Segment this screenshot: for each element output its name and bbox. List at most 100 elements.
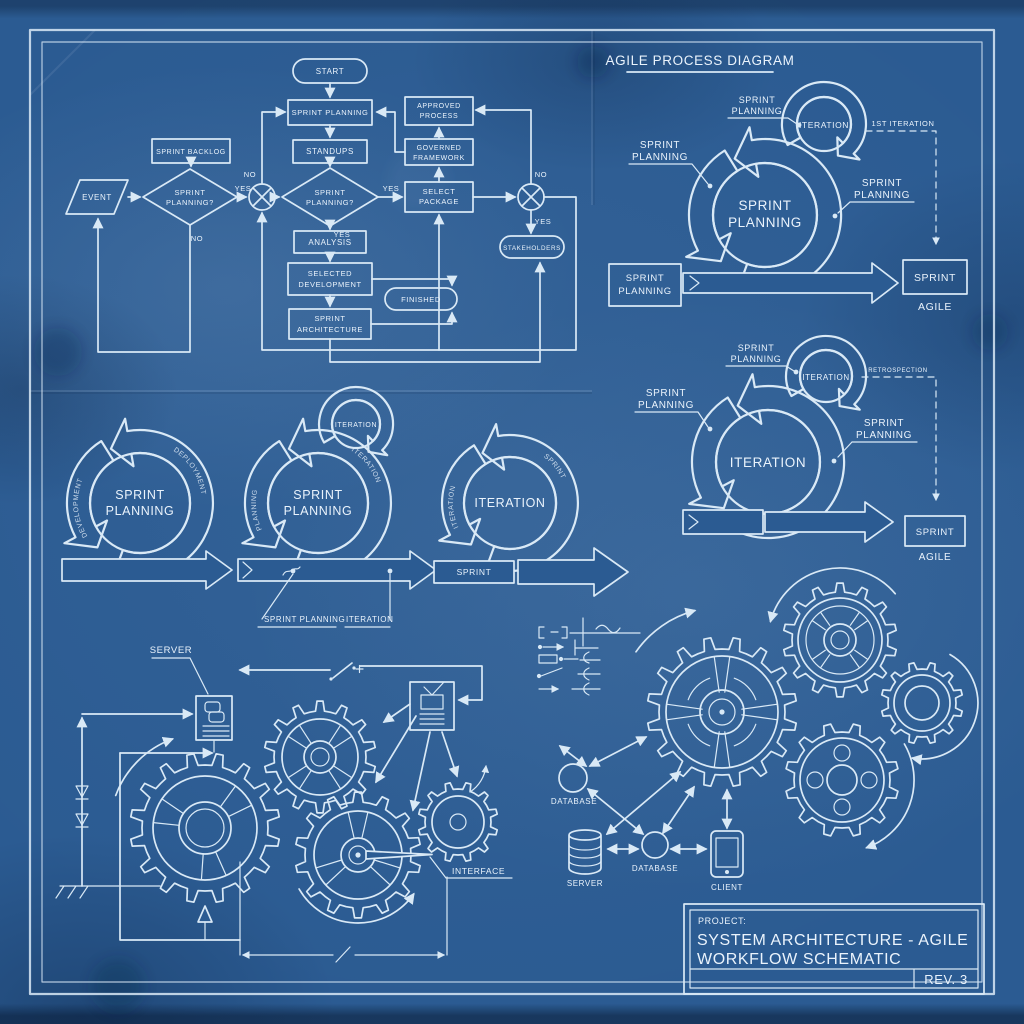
cycle1-l2: PLANNING	[106, 504, 175, 518]
svg-text:SPRINT: SPRINT	[542, 453, 566, 480]
first-iteration-label: 1ST ITERATION	[872, 119, 935, 128]
agile-process-diagram: AGILE PROCESS DIAGRAM SPRINT PLANNING IT…	[606, 53, 968, 313]
sprint-cycle-ring-1: SPRINT PLANNING	[685, 126, 843, 293]
flow-governed-box	[404, 138, 474, 166]
monitor-icon	[409, 681, 455, 731]
bar-callout-sp-label: SPRINT PLANNING	[264, 615, 345, 624]
gear-small-right	[417, 781, 499, 863]
flow-development-box	[287, 262, 373, 296]
flow-finished-label: FINISHED	[401, 295, 441, 304]
flow-dev-l2: DEVELOPMENT	[298, 280, 361, 289]
flow-event-label: EVENT	[82, 193, 112, 202]
titleblock-rev: REV. 3	[924, 972, 968, 987]
agile1-callout-top: SPRINT PLANNING	[727, 95, 802, 128]
flow-decision1-l1: SPRINT	[174, 188, 205, 197]
flow-approved-box	[404, 96, 474, 126]
agile1-agile-caption: AGILE	[918, 301, 952, 313]
flow-standups-label: STANDUPS	[306, 147, 354, 156]
flow-arch-l1: SPRINT	[314, 314, 345, 323]
agile2-callout-left: SPRINT PLANNING	[634, 388, 713, 432]
paper-creases	[29, 29, 595, 394]
bar3-sprint-label: SPRINT	[457, 567, 492, 577]
flow-yes-4: YES	[535, 217, 552, 226]
cycle1-l1: SPRINT	[115, 488, 164, 502]
flow-select-l1: SELECT	[423, 187, 456, 196]
flow-governed-l2: FRAMEWORK	[413, 155, 465, 162]
flow-no-3: NO	[535, 170, 547, 179]
cycle-2: SPRINT PLANNING PLANNING ITERATION ITERA…	[241, 385, 395, 578]
server-node-label: SERVER	[567, 879, 603, 888]
timeline-arrow-3	[517, 547, 629, 597]
flow-stakeholders-terminator	[499, 235, 565, 259]
network-links	[558, 736, 733, 855]
timeline-bar-1	[61, 550, 233, 590]
switch-symbol	[329, 662, 364, 681]
interface-label: INTERFACE	[452, 866, 505, 876]
gear-big-crosshair	[646, 636, 798, 788]
flow-arch-l2: ARCHITECTURE	[297, 325, 363, 334]
flow-decision2-l1: SPRINT	[314, 188, 345, 197]
server-icon	[195, 695, 233, 741]
bar2-chevron	[242, 561, 253, 579]
database2-label: DATABASE	[632, 864, 678, 873]
agile2-sprint-box-label: SPRINT	[916, 527, 954, 538]
cycle3-arc-text-1: ITERATION	[448, 485, 460, 530]
flow-yes-3: YES	[334, 230, 351, 239]
gear-network-assembly: DATABASE SERVER DATABASE CLIENT	[536, 567, 979, 892]
titleblock-line2: WORKFLOW SCHEMATIC	[697, 951, 901, 968]
database-node-2	[641, 831, 669, 859]
flow-no-2: NO	[244, 170, 256, 179]
network-diagram: DATABASE SERVER DATABASE CLIENT	[551, 736, 744, 892]
iteration-loop-1: ITERATION	[780, 80, 868, 161]
agile2-timeline-bar	[682, 509, 764, 535]
bar-callout-iteration: ITERATION	[344, 568, 393, 628]
flow-decision1-l2: PLANNING?	[166, 198, 214, 207]
agile2-callout-top: SPRINT PLANNING	[725, 343, 799, 375]
client-phone-icon	[710, 830, 744, 878]
flow-decision2-l2: PLANNING?	[306, 198, 354, 207]
bar-callout-sprint-planning: SPRINT PLANNING	[257, 568, 345, 628]
flow-architecture-box	[288, 308, 372, 340]
cycle2-arc-text-1: PLANNING	[251, 489, 263, 532]
database-node-1	[558, 763, 588, 793]
database1-label: DATABASE	[551, 797, 597, 806]
flow-finished-terminator	[384, 287, 458, 311]
cycle-3: ITERATION ITERATION SPRINT	[438, 423, 579, 573]
agile2-sprint-box	[904, 515, 966, 547]
agile1-timeline-chevron	[689, 275, 700, 291]
flow-sprint-planning-box	[287, 99, 373, 126]
cycle1-arc-text-1: DEVELOPMENT	[73, 477, 89, 539]
server-label: SERVER	[150, 645, 193, 656]
agile1-box-l1: SPRINT	[626, 273, 664, 284]
agile1-callout-left: SPRINT PLANNING	[628, 140, 713, 189]
needle-pointer	[365, 850, 433, 860]
flow-event-parallelogram	[65, 179, 129, 215]
cycle2-l1: SPRINT	[293, 488, 342, 502]
svg-text:ITERATION: ITERATION	[350, 446, 381, 484]
gear-top-right	[782, 582, 898, 698]
schematic-legend	[536, 617, 641, 696]
svg-text:PLANNING: PLANNING	[856, 430, 912, 441]
timeline-bar-2	[237, 550, 437, 590]
flow-yes-1: YES	[235, 184, 252, 193]
monitor-arrows	[375, 703, 460, 812]
flow-select-l2: PACKAGE	[419, 197, 459, 206]
svg-text:SPRINT: SPRINT	[739, 95, 776, 105]
agile1-callout-right: SPRINT PLANNING	[832, 178, 915, 219]
cycle-sequence: SPRINT PLANNING DEVELOPMENT DEPLOYMENT S…	[61, 385, 629, 628]
svg-text:SPRINT: SPRINT	[864, 418, 904, 429]
agile1-sprint-planning-box	[608, 263, 682, 307]
bar-callout-it-label: ITERATION	[346, 615, 393, 624]
flow-start-label: START	[316, 67, 344, 76]
iteration-loop2-label: ITERATION	[802, 373, 849, 382]
gear-small-far-right	[880, 661, 964, 745]
title-block: PROJECT: SYSTEM ARCHITECTURE - AGILE WOR…	[683, 903, 985, 995]
agile1-first-iteration-callout: 1ST ITERATION	[865, 119, 940, 246]
agile1-timeline-arrow	[682, 262, 899, 304]
svg-text:PLANNING: PLANNING	[251, 489, 264, 532]
flowchart: START SPRINT PLANNING STANDUPS SPRINT PL…	[65, 58, 577, 363]
server-cylinder-icon	[568, 829, 602, 875]
agile2-agile-caption: AGILE	[919, 552, 951, 563]
svg-text:ITERATION: ITERATION	[448, 485, 460, 530]
